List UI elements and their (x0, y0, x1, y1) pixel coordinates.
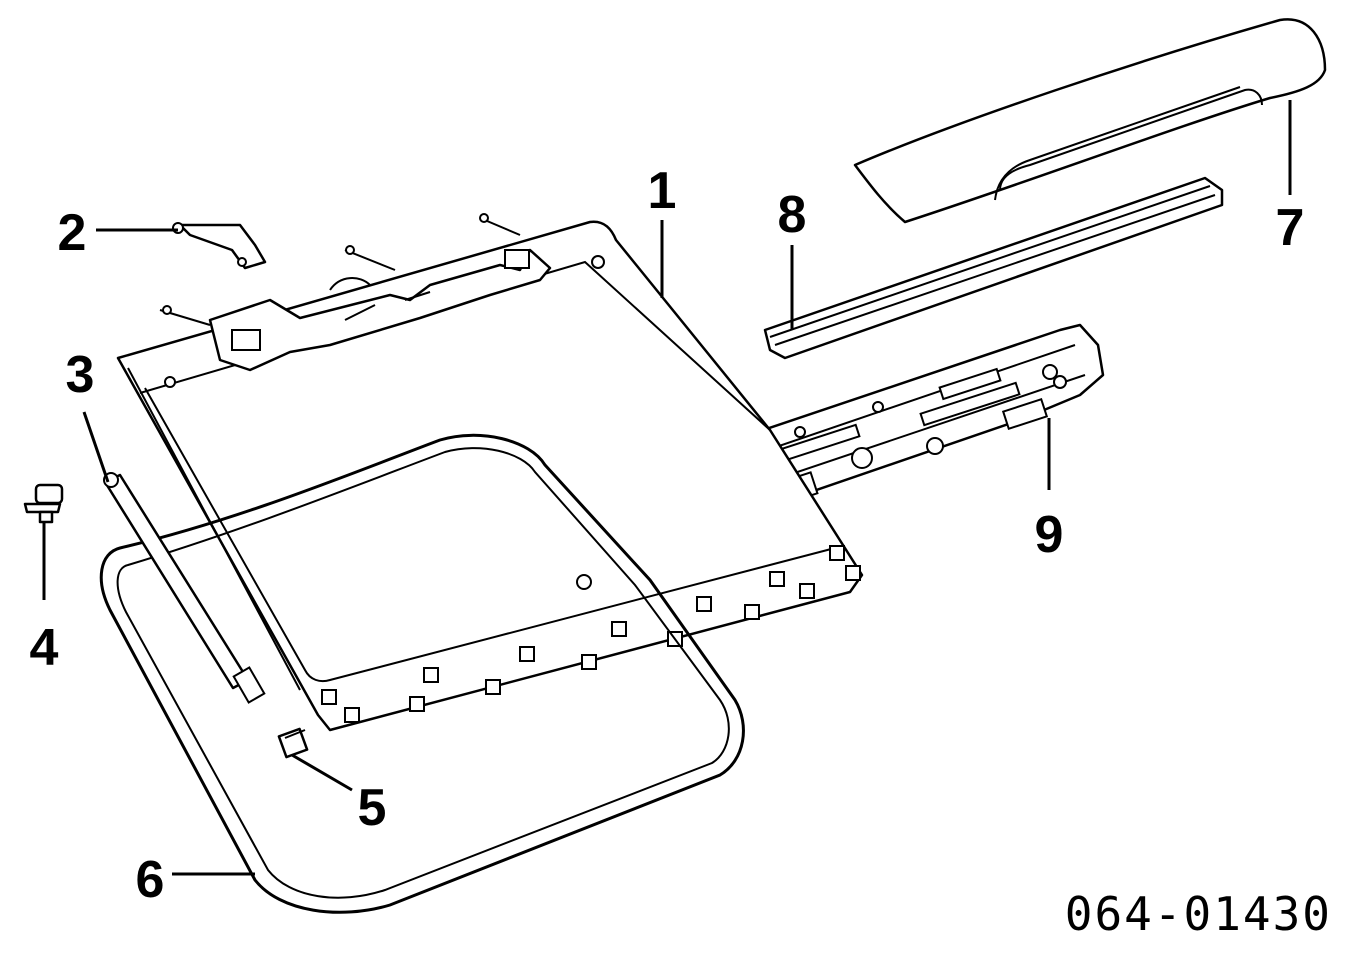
weatherstrip-seal-part (99, 433, 745, 914)
drawing-number: 064-01430 (1065, 887, 1332, 941)
callout-6: 6 (136, 851, 165, 909)
callout-8: 8 (778, 186, 807, 244)
callout-5: 5 (358, 779, 387, 837)
molding-strip-part (763, 176, 1224, 360)
hinge-bracket-part (172, 222, 267, 270)
callout-9: 9 (1035, 506, 1064, 564)
callout-7: 7 (1276, 199, 1305, 257)
callout-3: 3 (66, 346, 95, 404)
callout-2: 2 (58, 204, 87, 262)
liftgate-glass-part (116, 213, 864, 732)
callout-4: 4 (30, 619, 59, 677)
clip-nut-part (277, 727, 309, 759)
glass-clip-row (321, 545, 861, 723)
spoiler-part (853, 18, 1327, 224)
callout-1: 1 (648, 162, 677, 220)
fastener-stud-part (23, 483, 64, 524)
leader-lines (42, 100, 1292, 876)
